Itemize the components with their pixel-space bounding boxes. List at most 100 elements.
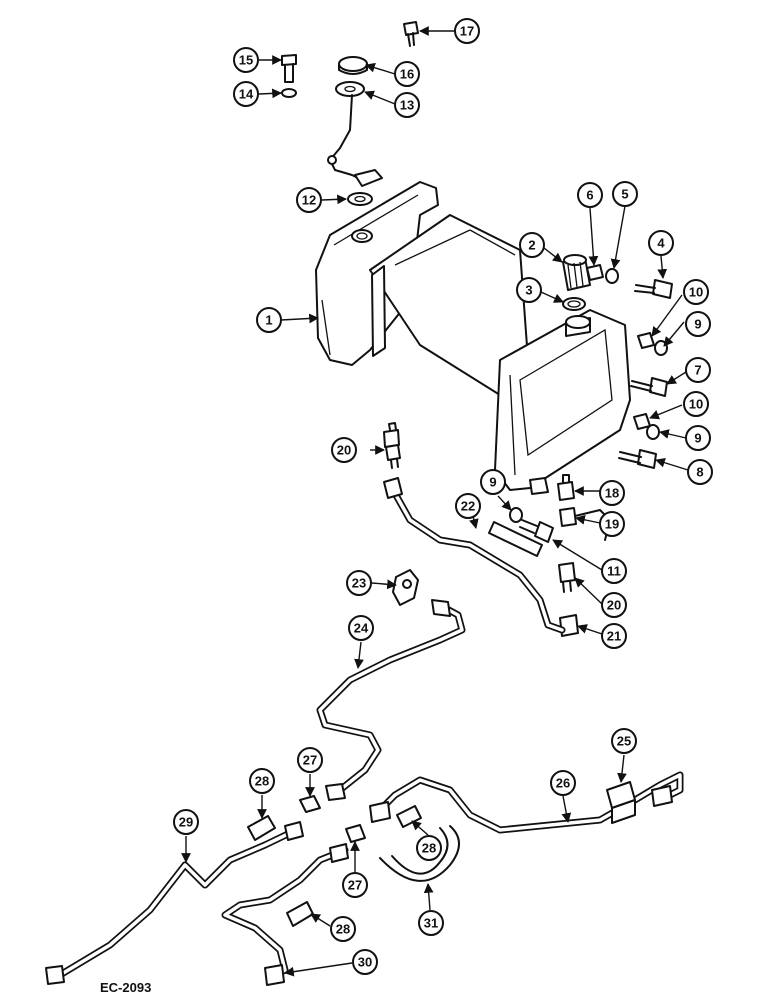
svg-text:9: 9	[694, 317, 701, 332]
fuel-pipe-26	[369, 771, 684, 834]
callout-20-lower: 20	[601, 592, 627, 618]
washer-5	[605, 268, 619, 284]
svg-text:25: 25	[617, 734, 631, 749]
callout-28-left: 28	[249, 768, 275, 794]
washer-9-upper	[654, 340, 668, 356]
callout-30: 30	[352, 949, 378, 975]
sender-cover	[338, 56, 368, 75]
svg-text:29: 29	[179, 815, 193, 830]
svg-text:20: 20	[607, 598, 621, 613]
fuel-pipe-30	[221, 843, 349, 986]
callout-28-middle: 28	[416, 835, 442, 861]
callout-23: 23	[346, 570, 372, 596]
svg-text:19: 19	[605, 517, 619, 532]
callout-11: 11	[601, 558, 627, 584]
seal-3	[562, 297, 586, 311]
fuel-tank	[315, 181, 631, 495]
svg-text:6: 6	[586, 188, 593, 203]
svg-text:15: 15	[239, 53, 253, 68]
svg-text:22: 22	[461, 499, 475, 514]
svg-text:9: 9	[489, 475, 496, 490]
nut-27-upper	[299, 795, 321, 813]
bolt-4	[634, 279, 673, 299]
callout-10-upper: 10	[683, 279, 709, 305]
svg-text:4: 4	[657, 236, 665, 251]
callout-31: 31	[418, 910, 444, 936]
svg-text:10: 10	[689, 397, 703, 412]
svg-text:5: 5	[621, 187, 628, 202]
svg-text:14: 14	[239, 87, 254, 102]
callout-7: 7	[685, 357, 711, 383]
callout-5: 5	[612, 181, 638, 207]
callout-25: 25	[611, 728, 637, 754]
callout-3: 3	[516, 277, 542, 303]
svg-text:26: 26	[556, 776, 570, 791]
callout-14: 14	[233, 81, 259, 107]
callout-12: 12	[296, 187, 322, 213]
callout-19: 19	[599, 511, 625, 537]
svg-text:7: 7	[694, 363, 701, 378]
fitting-20-lower	[558, 562, 576, 593]
svg-text:28: 28	[422, 841, 436, 856]
callout-27-upper: 27	[297, 747, 323, 773]
callout-9-upper: 9	[685, 311, 711, 337]
sleeve-28-lower	[286, 901, 314, 927]
callout-24: 24	[348, 615, 374, 641]
svg-text:10: 10	[689, 285, 703, 300]
callout-2: 2	[519, 232, 545, 258]
svg-text:23: 23	[352, 576, 366, 591]
filler-cap	[562, 254, 591, 291]
svg-text:18: 18	[605, 486, 619, 501]
block-25	[606, 781, 636, 824]
screw-17	[403, 21, 419, 47]
bolt-8	[618, 449, 657, 469]
washer-14	[281, 88, 297, 98]
callout-1: 1	[256, 307, 282, 333]
svg-text:17: 17	[460, 24, 474, 39]
fuel-pipe-24	[316, 599, 466, 801]
fuel-pipe-upper	[383, 477, 566, 634]
callout-13: 13	[394, 92, 420, 118]
nut-27-lower	[345, 824, 366, 843]
leader-lines	[181, 26, 689, 977]
svg-text:11: 11	[607, 564, 621, 579]
callout-9-drain: 9	[480, 469, 506, 495]
svg-text:9: 9	[694, 431, 701, 446]
callout-21: 21	[601, 623, 627, 649]
svg-text:28: 28	[336, 922, 350, 937]
svg-text:13: 13	[400, 98, 414, 113]
svg-text:30: 30	[358, 955, 372, 970]
callout-4: 4	[648, 230, 674, 256]
callout-22: 22	[455, 493, 481, 519]
callout-27-lower: 27	[342, 872, 368, 898]
callout-26: 26	[550, 770, 576, 796]
svg-text:1: 1	[265, 313, 272, 328]
callout-18: 18	[599, 480, 625, 506]
svg-text:27: 27	[348, 878, 362, 893]
callout-16: 16	[394, 61, 420, 87]
fuel-pipe-29	[45, 821, 304, 985]
callout-17: 17	[454, 18, 480, 44]
callout-15: 15	[233, 47, 259, 73]
callout-6: 6	[577, 182, 603, 208]
svg-text:28: 28	[255, 774, 269, 789]
callout-9-lower: 9	[685, 425, 711, 451]
svg-text:12: 12	[302, 193, 316, 208]
nut-6	[586, 264, 604, 281]
fitting-18	[557, 474, 575, 501]
callout-8: 8	[687, 459, 713, 485]
svg-text:3: 3	[525, 283, 532, 298]
callout-10-lower: 10	[683, 391, 709, 417]
washer-9-drain	[509, 507, 523, 523]
nut-10-lower	[633, 413, 651, 430]
callout-28-lower: 28	[330, 916, 356, 942]
svg-text:16: 16	[400, 67, 414, 82]
svg-text:31: 31	[424, 916, 438, 931]
svg-text:27: 27	[303, 753, 317, 768]
bolt-15	[281, 54, 297, 83]
fuel-sender-unit	[327, 81, 383, 187]
sleeve-28-middle	[396, 805, 422, 828]
svg-text:8: 8	[696, 465, 703, 480]
hose-31	[379, 825, 460, 882]
